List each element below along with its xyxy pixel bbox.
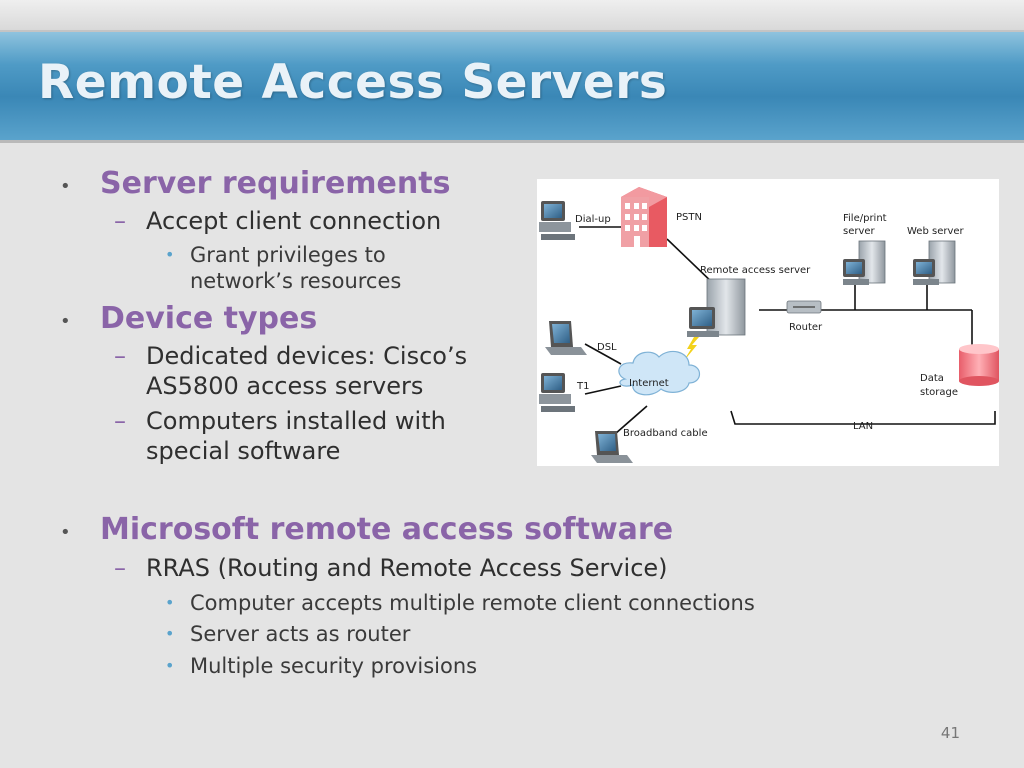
bullet-computers-line1: Computers installed with (146, 407, 446, 435)
file-print-server-icon (843, 240, 886, 285)
label-data-storage-line1: Data (920, 373, 944, 384)
label-internet: Internet (629, 378, 669, 389)
dsl-laptop-icon (545, 321, 587, 355)
bullet-multiple-connections: Computer accepts multiple remote client … (190, 591, 755, 615)
label-broadband-cable: Broadband cable (623, 428, 708, 439)
network-diagram: Dial-up PSTN File/print server Web serve… (537, 179, 999, 466)
bullet-dedicated-line2: AS5800 access servers (146, 372, 424, 400)
bullet-marker: • (60, 311, 71, 332)
dash-marker: – (114, 554, 126, 582)
bullet-marker: • (60, 522, 71, 543)
top-strip (0, 0, 1024, 32)
t1-computer-icon (539, 373, 575, 412)
sub-bullet-marker: • (165, 593, 175, 612)
remote-access-server-icon (687, 278, 746, 337)
bullet-security-provisions: Multiple security provisions (190, 654, 478, 678)
router-icon (786, 300, 822, 314)
label-web-server: Web server (907, 226, 964, 237)
web-server-icon (913, 240, 956, 285)
label-remote-access-server: Remote access server (700, 265, 811, 276)
title-band (0, 32, 1024, 143)
bullet-computers-line2: special software (146, 437, 341, 465)
label-router: Router (789, 322, 823, 333)
dialup-computer-icon (539, 201, 575, 240)
bullet-device-types: Device types (100, 301, 318, 336)
dash-marker: – (114, 407, 126, 435)
lightning-icon (683, 337, 699, 362)
slide-title: Remote Access Servers (38, 55, 668, 110)
label-pstn: PSTN (676, 212, 702, 223)
label-file-print-line2: server (843, 226, 875, 237)
sub-bullet-marker: • (165, 624, 175, 643)
label-dial-up: Dial-up (575, 214, 611, 225)
sub-bullet-marker: • (165, 656, 175, 675)
bullet-acts-as-router: Server acts as router (190, 622, 411, 646)
label-data-storage-line2: storage (920, 387, 958, 398)
bullet-rras: RRAS (Routing and Remote Access Service) (146, 554, 668, 582)
network-diagram-graphic (539, 187, 999, 463)
label-dsl: DSL (597, 342, 617, 353)
bullet-server-requirements: Server requirements (100, 166, 451, 201)
dash-marker: – (114, 342, 126, 370)
bullet-grant-privileges-line1: Grant privileges to (190, 243, 386, 267)
bullet-marker: • (60, 176, 71, 197)
label-file-print-line1: File/print (843, 213, 887, 224)
bullet-dedicated-line1: Dedicated devices: Cisco’s (146, 342, 468, 370)
label-t1: T1 (577, 381, 590, 392)
dash-marker: – (114, 207, 126, 235)
internet-cloud-icon (618, 350, 701, 396)
data-storage-icon (959, 344, 999, 386)
broadband-laptop-icon (591, 431, 633, 463)
bullet-grant-privileges-line2: network’s resources (190, 269, 402, 293)
pstn-building-icon (621, 187, 667, 247)
page-number: 41 (940, 724, 960, 742)
label-lan: LAN (853, 421, 874, 432)
bullet-microsoft-software: Microsoft remote access software (100, 512, 674, 547)
bullet-accept-client-connection: Accept client connection (146, 207, 442, 235)
sub-bullet-marker: • (165, 245, 175, 264)
